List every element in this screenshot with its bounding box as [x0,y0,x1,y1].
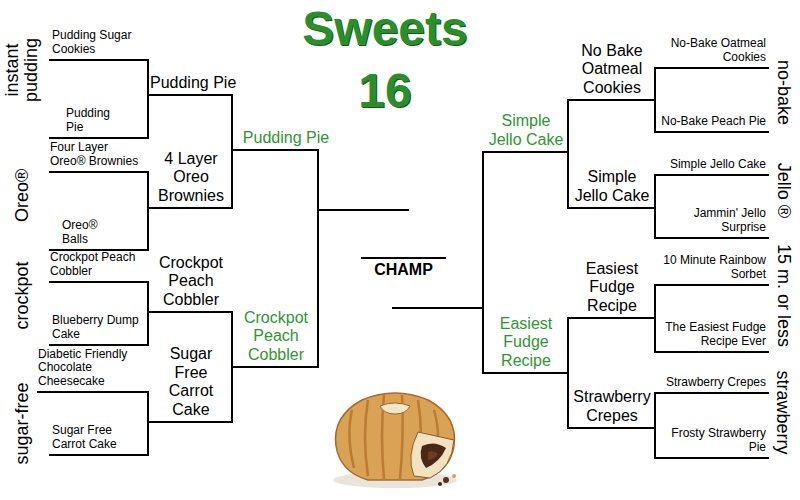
semifinal-label: Pudding Pie [236,129,336,147]
semifinal-label: Simple Jello Cake [486,112,566,149]
winner-label: Simple Jello Cake [571,168,653,205]
entry-label: No-Bake Peach Pie [659,115,766,129]
category-label: no-bake [774,59,793,124]
bundt-cake-illustration [322,376,468,492]
entry-label: Oreo® Balls [62,219,112,247]
entry-label: Jammin' Jello Surprise [659,207,766,235]
entry-label: No-Bake Oatmeal Cookies [659,37,766,65]
winner-label: Crockpot Peach Cobbler [152,254,230,309]
winner-label: Pudding Pie [150,74,260,92]
entry-label: The Easiest Fudge Recipe Ever [659,321,766,349]
entry-label: Frosty Strawberry Pie [659,427,766,455]
bracket-title: Sweets 16 [295,0,475,122]
category-label: crockpot [13,261,32,329]
semifinal-label: Easiest Fudge Recipe [486,315,566,370]
category-label: sugar-free [13,382,32,464]
entry-label: Crockpot Peach Cobbler [50,251,146,279]
winner-label: 4 Layer Oreo Brownies [152,150,230,205]
winner-label: No Bake Oatmeal Cookies [571,42,653,97]
champ-label: CHAMP [362,261,445,279]
entry-label: Blueberry Dump Cake [52,314,146,342]
entry-label: Strawberry Crepes [659,376,766,390]
semifinal-label: Crockpot Peach Cobbler [237,309,315,364]
winner-label: Sugar Free Carrot Cake [152,345,230,419]
category-label: strawberry [774,370,793,454]
category-label: 15 m. or less [774,243,793,346]
category-label: Jello ® [774,162,793,217]
entry-label: Four Layer Oreo® Brownies [50,141,146,169]
category-label: Oreo® [13,168,32,221]
entry-label: Simple Jello Cake [659,158,766,172]
winner-label: Easiest Fudge Recipe [571,260,653,315]
entry-label: Pudding Pie [66,107,124,135]
category-label: instant pudding [3,34,41,106]
entry-label: Diabetic Friendly Chocolate Cheesecake [38,348,146,389]
entry-label: Pudding Sugar Cookies [52,29,146,57]
entry-label: 10 Minute Rainbow Sorbet [659,254,766,282]
winner-label: Strawberry Crepes [571,388,653,425]
entry-label: Sugar Free Carrot Cake [52,424,146,452]
